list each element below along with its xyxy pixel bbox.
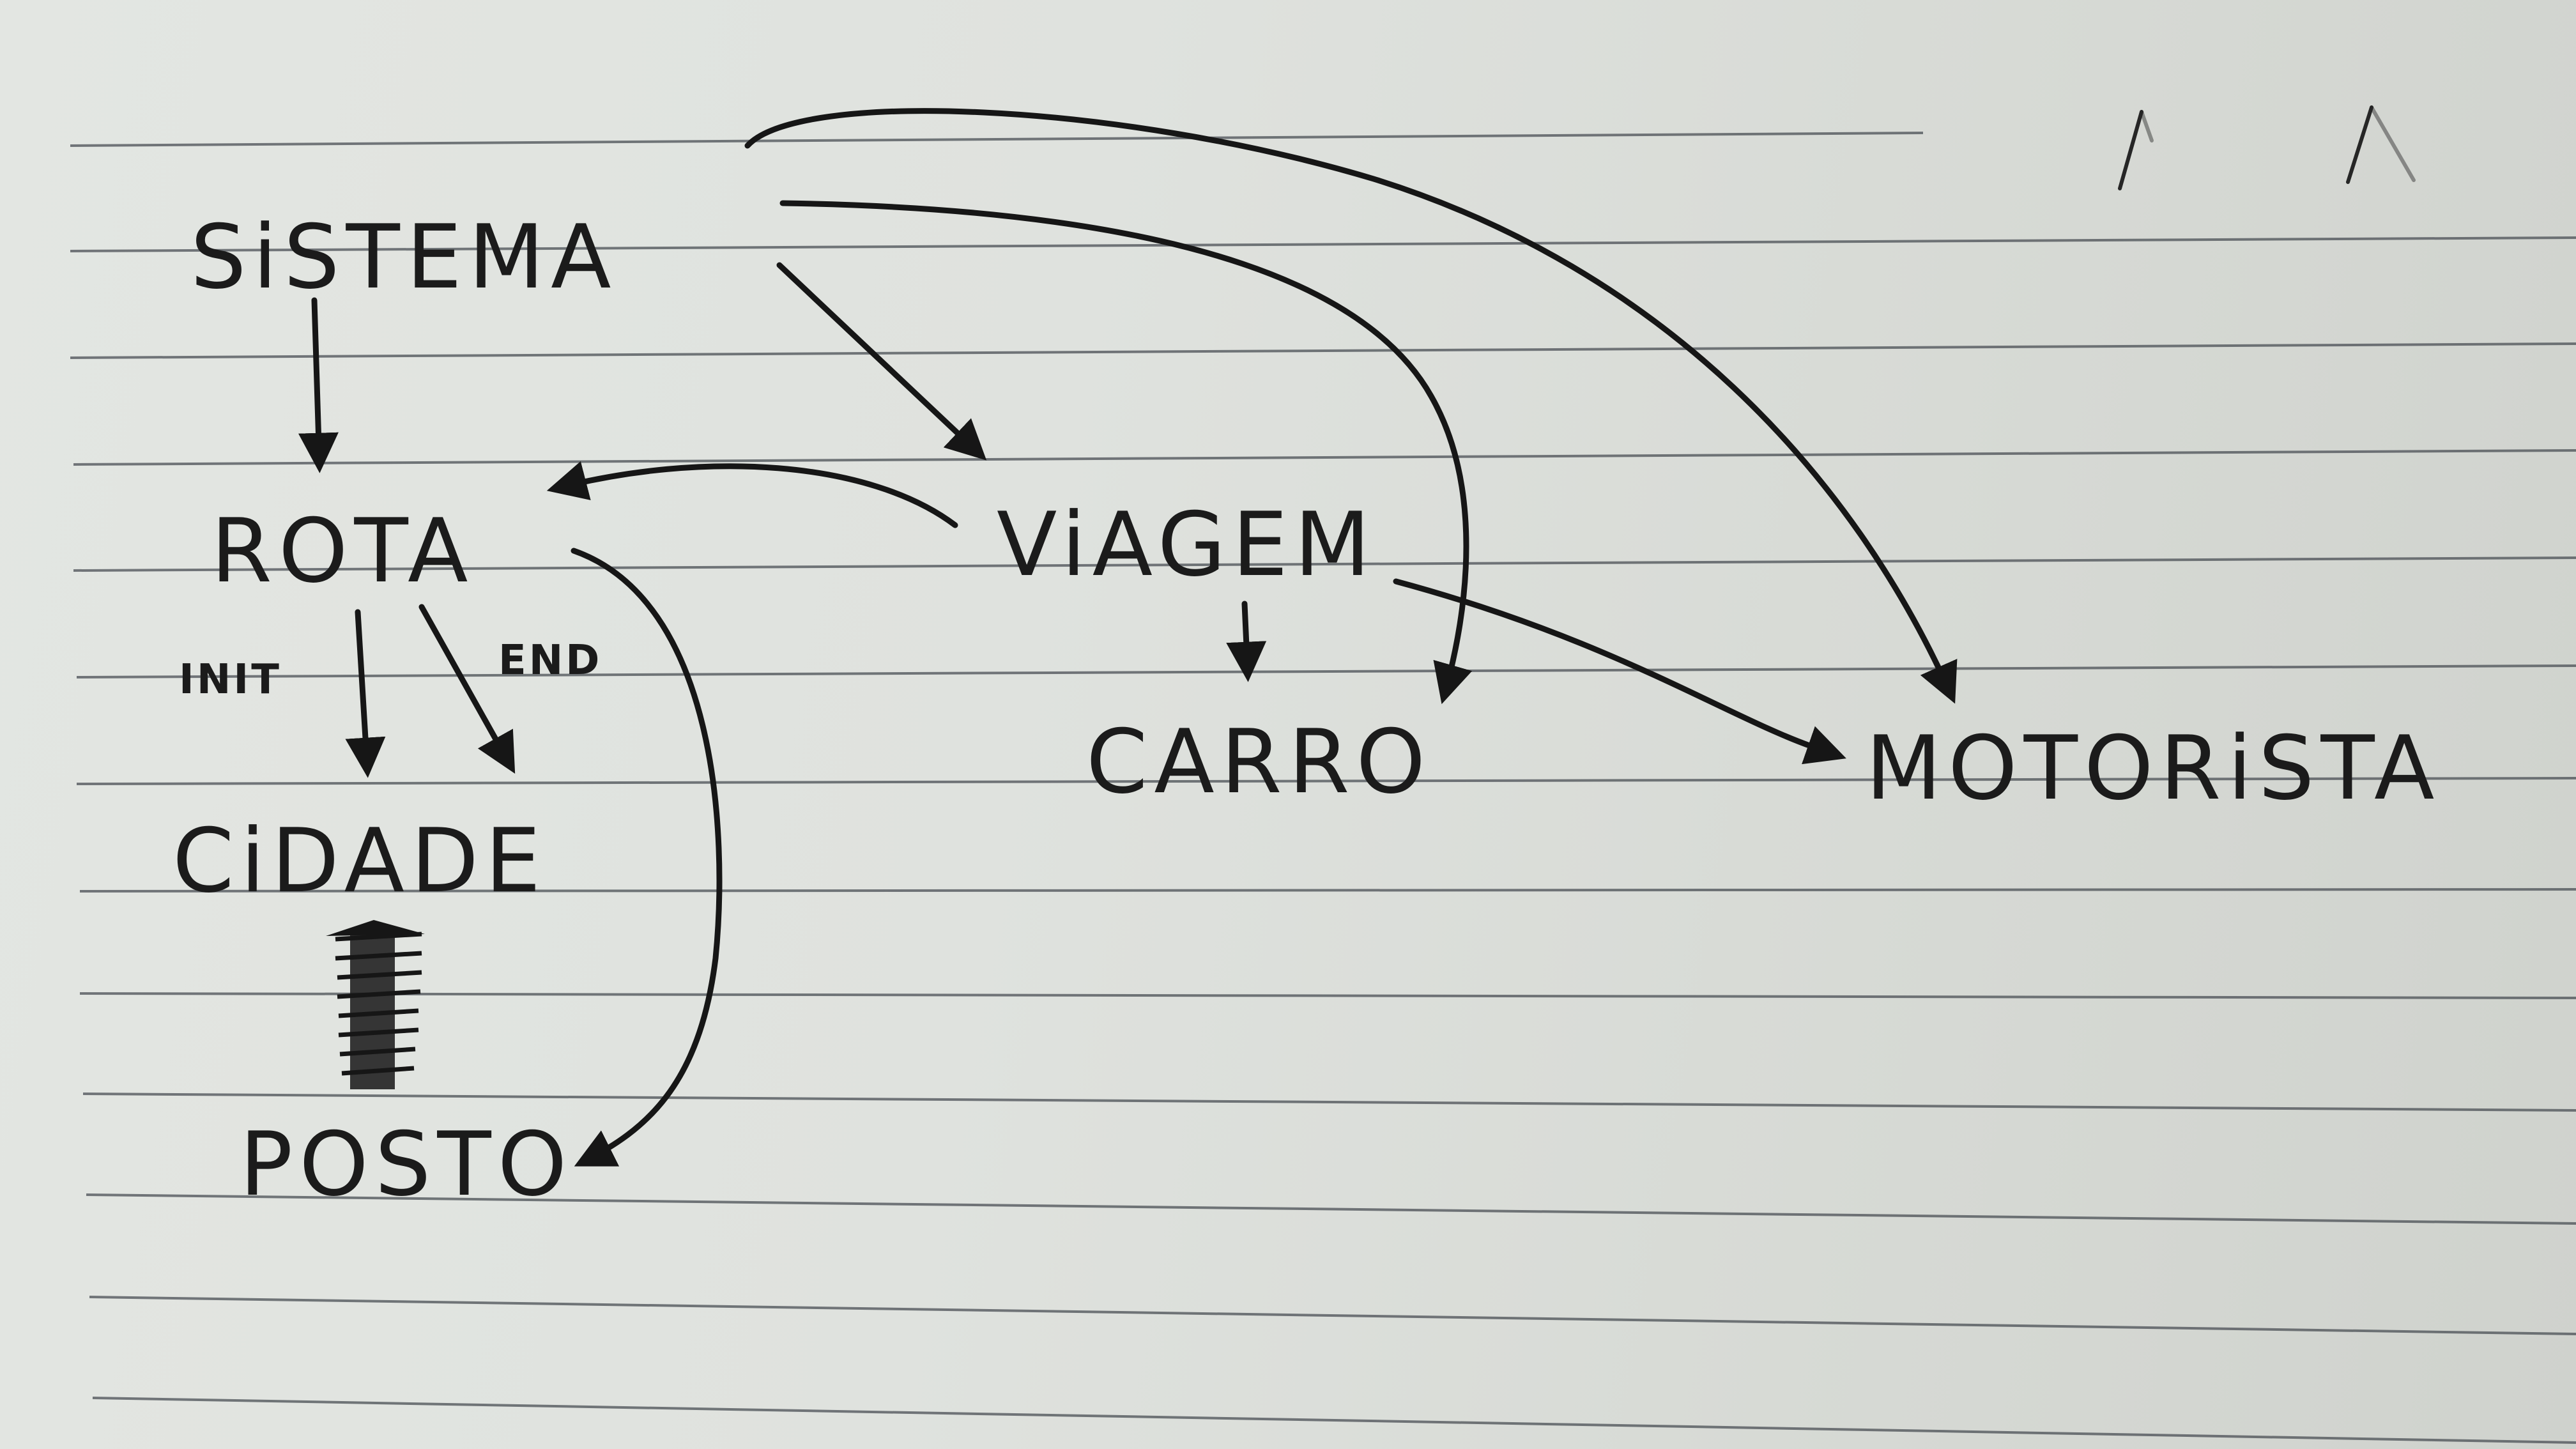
pencil-mark bbox=[2346, 105, 2373, 184]
rule-line bbox=[79, 888, 2576, 893]
hatch-line bbox=[338, 1008, 419, 1018]
edge-labels: INIT END bbox=[179, 637, 602, 703]
hatch-line bbox=[341, 1066, 415, 1076]
hatch-line bbox=[337, 970, 422, 980]
arrowhead bbox=[326, 920, 425, 936]
arrow-viagem-to-rota bbox=[546, 461, 958, 528]
node-cidade: CiDADE bbox=[172, 809, 547, 912]
pencil-mark bbox=[2140, 110, 2154, 142]
rule-line bbox=[70, 342, 2576, 359]
hatch-line bbox=[335, 951, 422, 961]
nodes: SiSTEMA ROTA ViAGEM CiDADE POSTO CARRO M… bbox=[172, 206, 2441, 1216]
node-posto: POSTO bbox=[240, 1113, 573, 1216]
rule-line bbox=[70, 132, 1924, 147]
hatch-line bbox=[337, 989, 421, 999]
node-rota: ROTA bbox=[211, 500, 475, 602]
arrow-sistema-to-viagem bbox=[776, 262, 987, 461]
arrow-viagem-to-motorista bbox=[1393, 578, 1846, 765]
node-carro: CARRO bbox=[1086, 710, 1432, 813]
node-viagem: ViAGEM bbox=[997, 493, 1377, 596]
pencil-mark bbox=[2370, 105, 2416, 182]
rule-line bbox=[89, 1296, 2576, 1335]
hatch-line bbox=[338, 1027, 419, 1038]
node-sistema: SiSTEMA bbox=[190, 206, 618, 309]
rule-line bbox=[79, 992, 2576, 999]
pencil-mark bbox=[2118, 110, 2143, 190]
rule-line bbox=[82, 1092, 2576, 1112]
rule-line bbox=[76, 777, 2576, 785]
edge-label-end: END bbox=[498, 637, 602, 684]
arrow-rota-init-to-cidade bbox=[345, 609, 386, 778]
hatch-line bbox=[335, 931, 422, 942]
arrow-sistema-to-rota bbox=[298, 297, 339, 473]
rule-line bbox=[73, 556, 2576, 572]
arrow-rota-to-posto bbox=[571, 548, 723, 1167]
arrow-sistema-to-carro bbox=[779, 200, 1473, 705]
rule-line bbox=[76, 664, 2576, 678]
arrow-sistema-to-motorista bbox=[744, 108, 1958, 704]
rule-line bbox=[70, 236, 2576, 252]
ruled-lines bbox=[70, 132, 2576, 1444]
corner-marks bbox=[2118, 105, 2416, 190]
rule-line bbox=[92, 1397, 2576, 1444]
node-motorista: MOTORiSTA bbox=[1866, 717, 2441, 820]
rule-line bbox=[86, 1193, 2576, 1225]
hatch-line bbox=[339, 1046, 416, 1057]
rule-line bbox=[73, 449, 2576, 466]
arrow-rota-end-to-cidade bbox=[418, 604, 516, 774]
arrow-posto-to-cidade bbox=[326, 920, 425, 1089]
edge-label-init: INIT bbox=[179, 656, 282, 703]
edges bbox=[298, 108, 1958, 1167]
arrow-viagem-to-carro bbox=[1226, 601, 1267, 682]
